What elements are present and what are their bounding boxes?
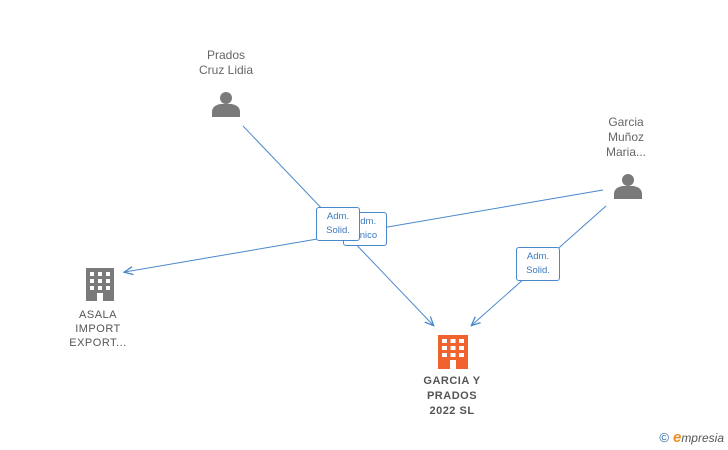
brand-logo-text: mpresia	[681, 431, 724, 445]
empresia-watermark: ©empresia	[659, 429, 724, 446]
copyright-symbol: ©	[659, 430, 669, 445]
company-label-asala[interactable]: ASALA IMPORT EXPORT...	[69, 309, 127, 349]
brand-logo-e: e	[672, 429, 682, 446]
company-label-garcia-y-prados[interactable]: GARCIA Y PRADOS 2022 SL	[423, 375, 481, 417]
person-icon[interactable]	[614, 174, 642, 199]
person-label-garcia-munoz-maria[interactable]: Garcia Muñoz Maria...	[605, 115, 646, 159]
person-icon[interactable]	[212, 92, 240, 117]
building-icon[interactable]	[86, 268, 114, 301]
edge-label-adm-solid-prados[interactable]: Adm. Solid.	[316, 207, 360, 241]
edge-label-adm-solid-garcia[interactable]: Adm. Solid.	[516, 247, 560, 281]
person-label-prados-cruz-lidia[interactable]: Prados Cruz Lidia	[198, 48, 254, 77]
building-icon[interactable]	[438, 335, 468, 369]
